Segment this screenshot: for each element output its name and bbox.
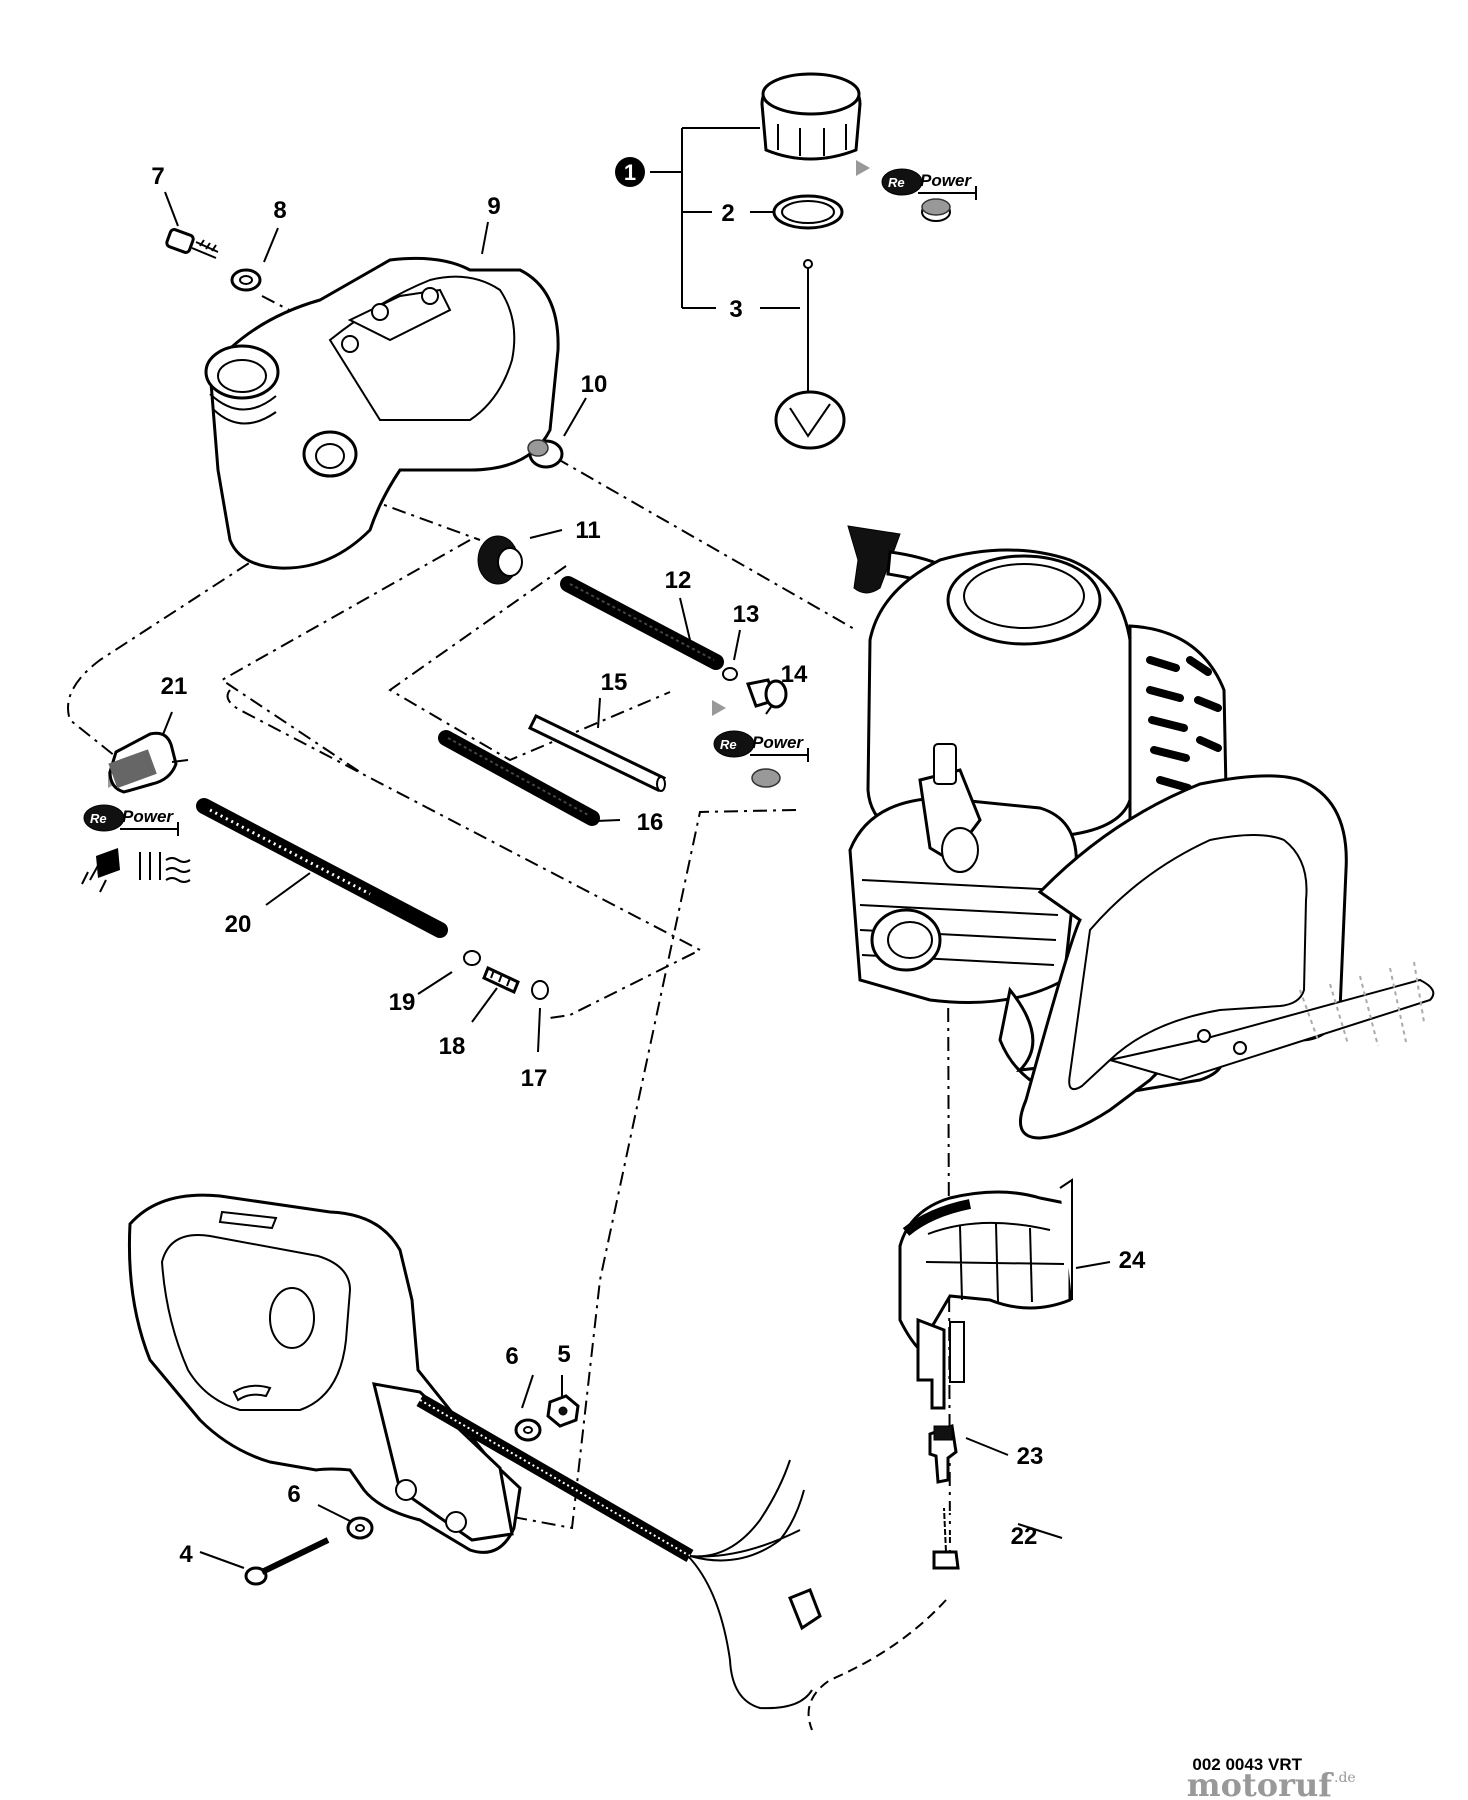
screw-22 xyxy=(932,1507,960,1570)
fuel-line-12 xyxy=(560,576,724,670)
o-ring-17 xyxy=(531,980,549,1000)
cap-strap xyxy=(774,259,846,450)
callout-4: 4 xyxy=(179,1541,193,1568)
callout-10: 10 xyxy=(581,371,608,398)
callout-23: 23 xyxy=(1017,1443,1044,1470)
screw-7 xyxy=(165,228,219,259)
tube-15 xyxy=(527,714,667,792)
callout-1-badge xyxy=(615,157,645,187)
site-watermark: motoruf xyxy=(1187,1766,1334,1800)
callout-21: 21 xyxy=(161,673,188,700)
fuel-line-16 xyxy=(438,730,600,826)
callout-12: 12 xyxy=(665,567,692,594)
site-watermark-tld: .de xyxy=(1334,1770,1356,1786)
callout-24: 24 xyxy=(1119,1247,1146,1274)
grommet-10 xyxy=(527,439,564,469)
washer-8 xyxy=(230,268,262,292)
callout-6b: 6 xyxy=(287,1481,300,1508)
front-handle xyxy=(1018,774,1435,1140)
footer: 002 0043 VRT motoruf .de xyxy=(1187,1755,1356,1800)
spark-plug-icon xyxy=(81,848,120,893)
svg-text:Power: Power xyxy=(920,171,972,190)
callout-20: 20 xyxy=(225,911,252,938)
callout-13: 13 xyxy=(733,601,760,628)
svg-text:Re: Re xyxy=(90,811,107,826)
fuel-cap xyxy=(760,72,862,161)
callout-2: 2 xyxy=(721,200,734,227)
repower-badge-1: Re Power xyxy=(856,160,977,222)
o-ring-19 xyxy=(463,950,481,966)
callout-18: 18 xyxy=(439,1033,466,1060)
screw-4 xyxy=(244,1537,330,1586)
svg-text:Power: Power xyxy=(752,733,804,752)
callout-5: 5 xyxy=(557,1341,570,1368)
callout-6a: 6 xyxy=(505,1343,518,1370)
fitting-14 xyxy=(745,678,788,709)
heat-icon xyxy=(139,852,191,883)
cap-retainer-ring xyxy=(772,194,844,230)
callout-17: 17 xyxy=(521,1065,548,1092)
callout-3: 3 xyxy=(729,296,742,323)
callout-7: 7 xyxy=(151,163,164,190)
callout-19: 19 xyxy=(389,989,416,1016)
callout-22: 22 xyxy=(1011,1523,1038,1550)
diagram-code: 002 0043 VRT xyxy=(1192,1755,1302,1774)
callouts: 1 2 3 4 5 6 6 7 8 9 10 11 12 13 14 15 16… xyxy=(151,157,1146,1568)
grommet-11 xyxy=(477,535,523,585)
callout-15: 15 xyxy=(601,669,628,696)
callout-1: 1 xyxy=(624,160,636,185)
callout-8: 8 xyxy=(273,197,286,224)
svg-text:Power: Power xyxy=(122,807,174,826)
callout-9: 9 xyxy=(487,193,500,220)
washer-6a xyxy=(514,1418,542,1442)
fuel-line-20 xyxy=(196,798,448,938)
rear-handle xyxy=(127,1193,822,1710)
leader-lines xyxy=(67,127,1111,1731)
fuel-filter-21 xyxy=(108,731,189,794)
svg-text:Re: Re xyxy=(888,175,905,190)
svg-text:Re: Re xyxy=(720,737,737,752)
air-filter-cover-24 xyxy=(898,1178,1073,1410)
callout-14: 14 xyxy=(781,661,808,688)
connector-18 xyxy=(482,965,520,995)
callout-11: 11 xyxy=(575,517,600,544)
o-ring-13 xyxy=(722,667,738,681)
washer-6b xyxy=(346,1516,374,1540)
clip-23 xyxy=(928,1423,958,1484)
repower-badge-2: Re Power xyxy=(712,700,809,788)
callout-16: 16 xyxy=(637,809,664,836)
fuel-tank xyxy=(204,256,560,570)
nut-5 xyxy=(546,1394,580,1428)
